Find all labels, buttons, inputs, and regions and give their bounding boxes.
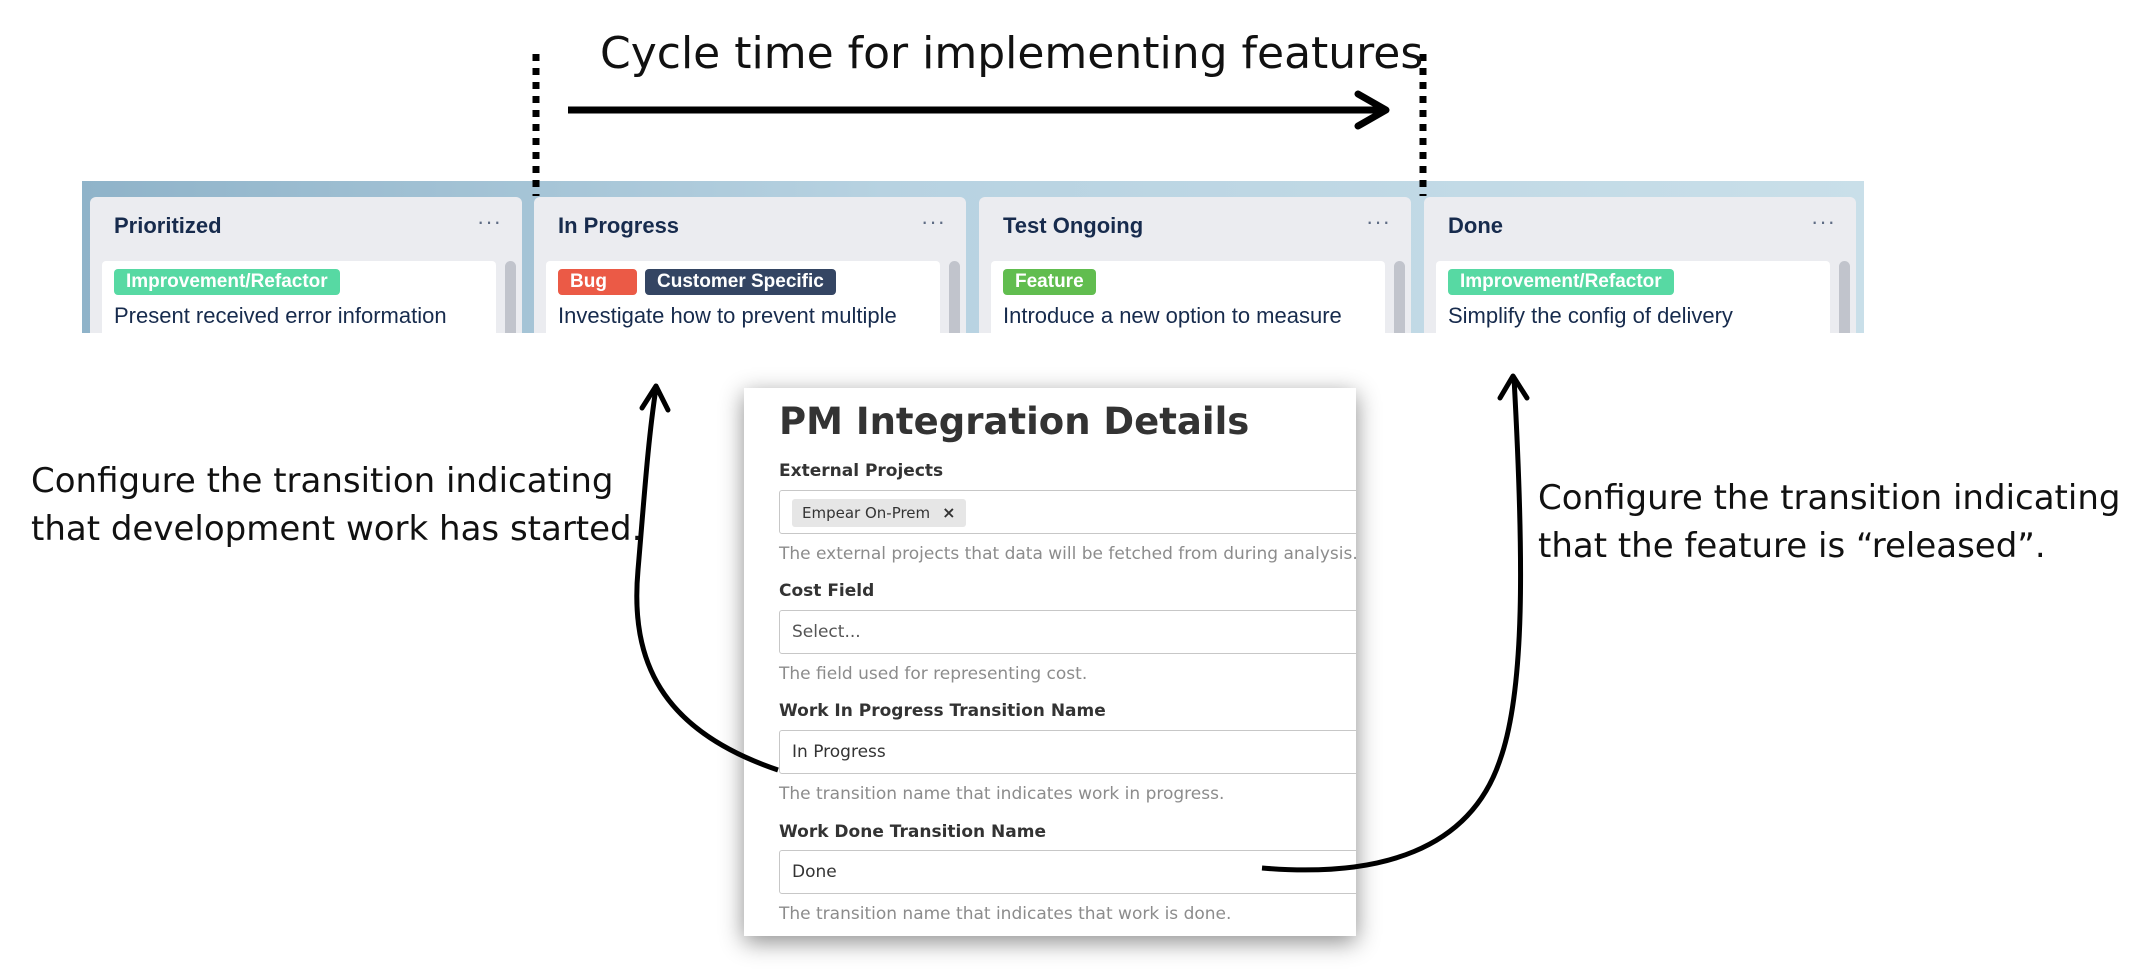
external-projects-help: The external projects that data will be …	[779, 544, 1356, 564]
remove-tag-icon[interactable]: ×	[942, 503, 956, 522]
column-menu-icon[interactable]: ···	[477, 209, 502, 234]
column-title: Test Ongoing	[1003, 213, 1144, 238]
external-projects-label: External Projects	[779, 461, 944, 481]
card-title: Present received error information	[114, 303, 447, 328]
left-callout-arrow	[634, 387, 779, 773]
card[interactable]: Feature Introduce a new option to measur…	[991, 261, 1385, 333]
right-caption: Configure the transition indicating that…	[1538, 474, 2120, 570]
card-label: Improvement/Refactor	[1448, 269, 1674, 295]
left-caption: Configure the transition indicating that…	[31, 457, 642, 553]
card-title: Introduce a new option to measure	[1003, 303, 1342, 328]
wip-transition-value: In Progress	[792, 742, 886, 762]
card-label: Improvement/Refactor	[114, 269, 340, 295]
card-title: Investigate how to prevent multiple	[558, 303, 897, 328]
card[interactable]: Improvement/Refactor Present received er…	[102, 261, 496, 333]
pm-integration-panel: PM Integration Details External Projects…	[744, 388, 1356, 936]
wip-transition-help: The transition name that indicates work …	[779, 784, 1225, 804]
card[interactable]: Bug Customer Specific Investigate how to…	[546, 261, 940, 333]
column-in-progress: In Progress ··· Bug Customer Specific In…	[534, 197, 966, 333]
left-callout-arrow-head-icon	[639, 383, 671, 413]
right-caption-line: that the feature is “released”.	[1538, 526, 2046, 566]
column-done: Done ··· Improvement/Refactor Simplify t…	[1424, 197, 1856, 333]
done-transition-help: The transition name that indicates that …	[779, 904, 1232, 924]
card-label: Bug	[558, 269, 637, 295]
column-menu-icon[interactable]: ···	[1811, 209, 1836, 234]
done-transition-value: Done	[792, 862, 837, 882]
project-tag-label: Empear On-Prem	[802, 504, 931, 522]
card-label: Feature	[1003, 269, 1096, 295]
card-label: Customer Specific	[645, 269, 836, 295]
kanban-board: Prioritized ··· Improvement/Refactor Pre…	[82, 181, 1864, 333]
panel-title: PM Integration Details	[779, 400, 1250, 443]
right-callout-arrow-head-icon	[1497, 373, 1530, 401]
right-caption-line: Configure the transition indicating	[1538, 478, 2121, 518]
left-caption-line: Configure the transition indicating	[31, 461, 614, 501]
cycle-time-title: Cycle time for implementing features	[600, 28, 1424, 79]
cost-field-placeholder: Select...	[792, 622, 861, 642]
done-transition-input[interactable]: Done	[779, 850, 1356, 894]
card[interactable]: Improvement/Refactor Simplify the config…	[1436, 261, 1830, 333]
column-title: In Progress	[558, 213, 680, 238]
wip-transition-input[interactable]: In Progress	[779, 730, 1356, 774]
column-menu-icon[interactable]: ···	[921, 209, 946, 234]
column-scrollbar[interactable]	[949, 261, 960, 333]
cost-field-select[interactable]: Select...	[779, 610, 1356, 654]
wip-transition-label: Work In Progress Transition Name	[779, 701, 1106, 721]
left-caption-line: that development work has started.	[31, 509, 643, 549]
column-menu-icon[interactable]: ···	[1366, 209, 1391, 234]
card-title: Simplify the config of delivery	[1448, 303, 1733, 328]
external-projects-input[interactable]: Empear On-Prem ×	[779, 490, 1356, 534]
cost-field-help: The field used for representing cost.	[779, 664, 1088, 684]
column-scrollbar[interactable]	[1394, 261, 1405, 333]
column-title: Done	[1448, 213, 1503, 238]
cycle-time-arrow-head-icon	[1354, 90, 1390, 130]
right-callout-arrow	[1261, 377, 1524, 873]
project-tag: Empear On-Prem ×	[792, 499, 966, 527]
column-scrollbar[interactable]	[505, 261, 516, 333]
done-transition-label: Work Done Transition Name	[779, 822, 1047, 842]
cost-field-label: Cost Field	[779, 581, 875, 601]
column-scrollbar[interactable]	[1839, 261, 1850, 333]
column-test-ongoing: Test Ongoing ··· Feature Introduce a new…	[979, 197, 1411, 333]
column-title: Prioritized	[114, 213, 222, 238]
column-prioritized: Prioritized ··· Improvement/Refactor Pre…	[90, 197, 522, 333]
